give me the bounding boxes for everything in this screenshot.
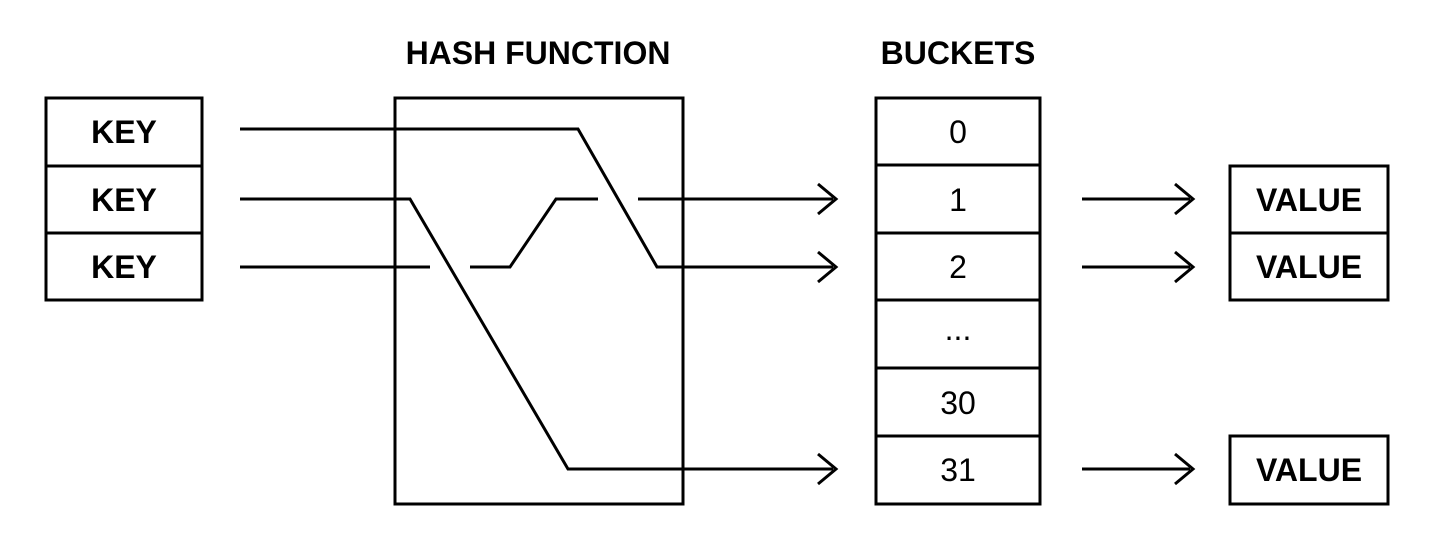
- key-label: KEY: [91, 182, 157, 218]
- key-box: [44, 164, 204, 235]
- arrowhead-icon: [817, 452, 839, 486]
- bucket-label: 30: [940, 385, 976, 421]
- key-label: KEY: [91, 114, 157, 150]
- bucket-label: 1: [949, 182, 967, 218]
- key-label: KEY: [91, 249, 157, 285]
- bucket-label: 2: [949, 249, 967, 285]
- value-label: VALUE: [1256, 452, 1362, 488]
- buckets-heading: BUCKETS: [881, 35, 1036, 71]
- arrowhead-icon: [1174, 250, 1196, 284]
- arrowhead-icon: [817, 182, 839, 216]
- bucket-label: 0: [949, 114, 967, 150]
- key-box: [44, 96, 204, 168]
- mapping-line-key1-bucket2: [240, 127, 833, 269]
- value-box: [1228, 164, 1390, 235]
- bucket-cell: [874, 366, 1042, 438]
- bucket-value-arrows: [1082, 182, 1196, 486]
- values-column: VALUE VALUE VALUE: [1228, 164, 1390, 506]
- hash-mapping-wires: [240, 127, 839, 486]
- key-box: [44, 231, 204, 302]
- bucket-cell: [874, 96, 1042, 167]
- arrowhead-icon: [1174, 182, 1196, 216]
- mapping-line-key2-bucket31: [240, 197, 833, 471]
- arrowhead-icon: [817, 250, 839, 284]
- bucket-cell: [874, 231, 1042, 302]
- mapping-line-key3-bucket1-segment: [470, 197, 598, 269]
- value-label: VALUE: [1256, 182, 1362, 218]
- value-box: [1228, 231, 1390, 302]
- bucket-cell: [874, 434, 1042, 506]
- bucket-label: ...: [945, 311, 972, 347]
- value-label: VALUE: [1256, 249, 1362, 285]
- hash-function-box: [393, 96, 685, 506]
- bucket-label: 31: [940, 452, 976, 488]
- arrowhead-icon: [1174, 452, 1196, 486]
- value-box: [1228, 434, 1390, 506]
- hash-function-heading: HASH FUNCTION: [406, 35, 671, 71]
- buckets-column: 0 1 2 ... 30 31: [874, 96, 1042, 506]
- keys-column: KEY KEY KEY: [44, 96, 204, 302]
